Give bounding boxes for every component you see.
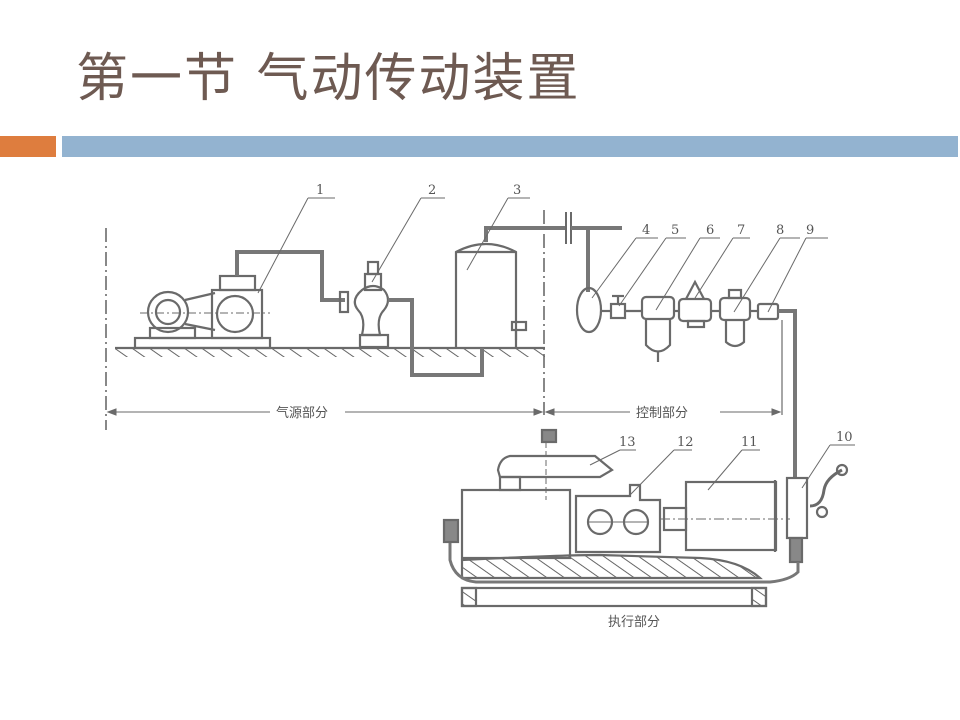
fixture-body xyxy=(460,428,614,560)
label-5: 5 xyxy=(671,223,679,238)
air-compressor xyxy=(133,274,272,350)
pneumatic-cylinder xyxy=(660,480,790,552)
section-control: 控制部分 xyxy=(636,406,688,421)
section-actuator: 执行部分 xyxy=(608,615,660,630)
directional-valve xyxy=(750,302,780,321)
label-2: 2 xyxy=(428,183,436,198)
air-filter xyxy=(625,295,676,362)
label-12: 12 xyxy=(677,435,694,450)
label-13: 13 xyxy=(619,435,636,450)
dimension-arrows xyxy=(106,408,782,416)
label-3: 3 xyxy=(513,183,521,198)
safety-valve xyxy=(338,260,390,349)
pressure-regulator xyxy=(674,279,713,329)
label-1: 1 xyxy=(316,183,324,198)
label-10: 10 xyxy=(836,430,853,445)
pipe-control-actuator xyxy=(778,309,797,478)
fitting xyxy=(442,518,460,544)
label-11: 11 xyxy=(741,435,758,450)
section-air-source: 气源部分 xyxy=(276,405,328,421)
machine-base xyxy=(460,553,768,608)
workpiece xyxy=(574,483,662,554)
leader-lines xyxy=(257,197,855,496)
label-4: 4 xyxy=(642,223,650,238)
label-9: 9 xyxy=(806,223,814,238)
pipe-tank-outlet xyxy=(484,226,566,242)
label-7: 7 xyxy=(737,223,745,238)
water-separator xyxy=(575,286,603,334)
pipe-compressor-valve xyxy=(235,250,345,302)
label-6: 6 xyxy=(706,223,714,238)
label-8: 8 xyxy=(776,223,784,238)
cylinder-valve xyxy=(785,463,849,564)
air-tank xyxy=(454,242,528,348)
slide-title: 第一节 气动传动装置 xyxy=(76,49,581,109)
accent-bar-orange xyxy=(0,136,56,157)
return-pipe xyxy=(448,540,800,584)
shut-off-valve xyxy=(601,294,627,320)
lubricator xyxy=(711,288,752,348)
accent-bar-blue xyxy=(62,136,958,157)
pipe-valve-tank xyxy=(388,298,484,377)
